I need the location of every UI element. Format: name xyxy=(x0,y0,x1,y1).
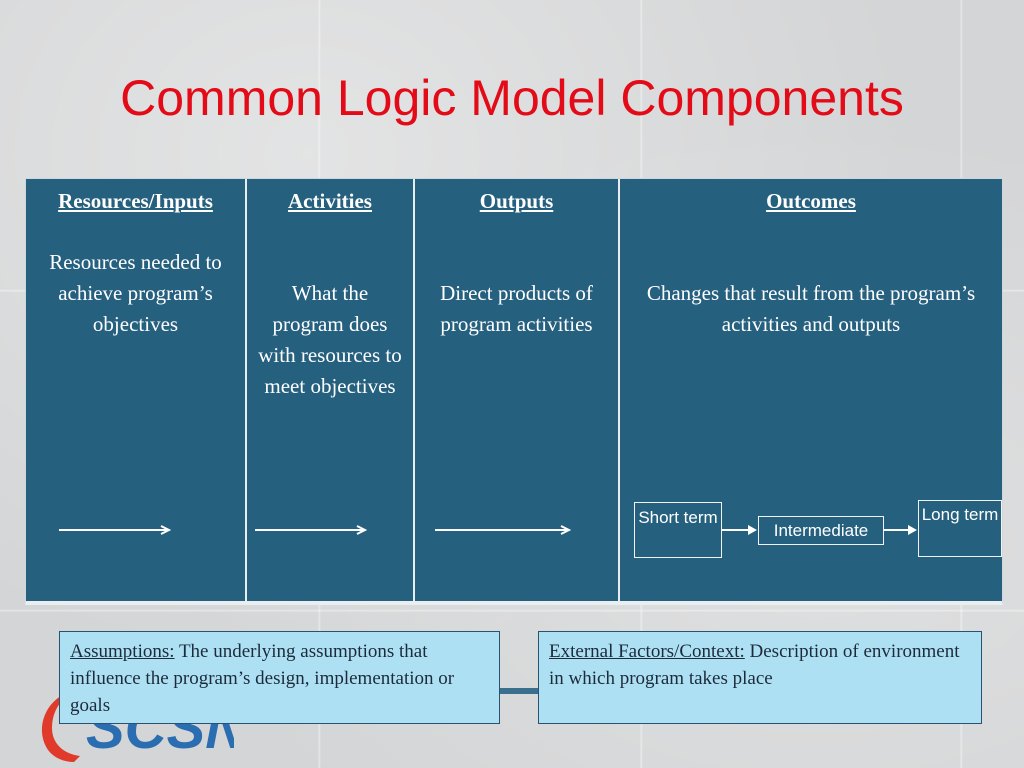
assumptions-note: Assumptions: The underlying assumptions … xyxy=(59,631,500,724)
arrow-right-icon xyxy=(435,525,572,535)
column-heading-activities: Activities xyxy=(288,189,372,213)
column-activities: Activities What the program does with re… xyxy=(247,179,415,601)
column-heading-outputs: Outputs xyxy=(479,189,554,213)
column-outcomes: Outcomes Changes that result from the pr… xyxy=(620,179,1002,601)
column-description-resources-inputs: Resources needed to achieve program’s ob… xyxy=(49,250,222,336)
arrow-right-icon xyxy=(884,525,917,535)
outcome-stage-short-term: Short term xyxy=(634,502,722,558)
column-heading-resources-inputs: Resources/Inputs xyxy=(58,189,213,213)
arrow-right-icon xyxy=(255,525,368,535)
assumptions-label: Assumptions: xyxy=(70,641,175,662)
external-factors-text: Description of environment in which prog… xyxy=(549,641,960,689)
slide-title: Common Logic Model Components xyxy=(120,70,904,126)
assumptions-text: The underlying assumptions that influenc… xyxy=(70,641,455,716)
column-description-outcomes: Changes that result from the program’s a… xyxy=(646,281,976,336)
column-resources-inputs: Resources/Inputs Resources needed to ach… xyxy=(26,179,247,601)
external-factors-label: External Factors/Context: xyxy=(549,641,745,662)
column-description-outputs: Direct products of program activities xyxy=(440,281,593,336)
column-heading-outcomes: Outcomes xyxy=(766,189,856,213)
arrow-right-icon xyxy=(59,525,172,535)
outcome-stage-long-term: Long term xyxy=(918,500,1002,557)
column-description-activities: What the program does with resources to … xyxy=(258,281,402,398)
arrow-right-icon xyxy=(722,525,757,535)
outcome-stage-intermediate: Intermediate xyxy=(758,516,884,545)
note-connector xyxy=(499,688,539,694)
logic-model-table: Resources/Inputs Resources needed to ach… xyxy=(25,178,1003,605)
column-outputs: Outputs Direct products of program activ… xyxy=(415,179,620,601)
external-factors-note: External Factors/Context: Description of… xyxy=(538,631,982,724)
